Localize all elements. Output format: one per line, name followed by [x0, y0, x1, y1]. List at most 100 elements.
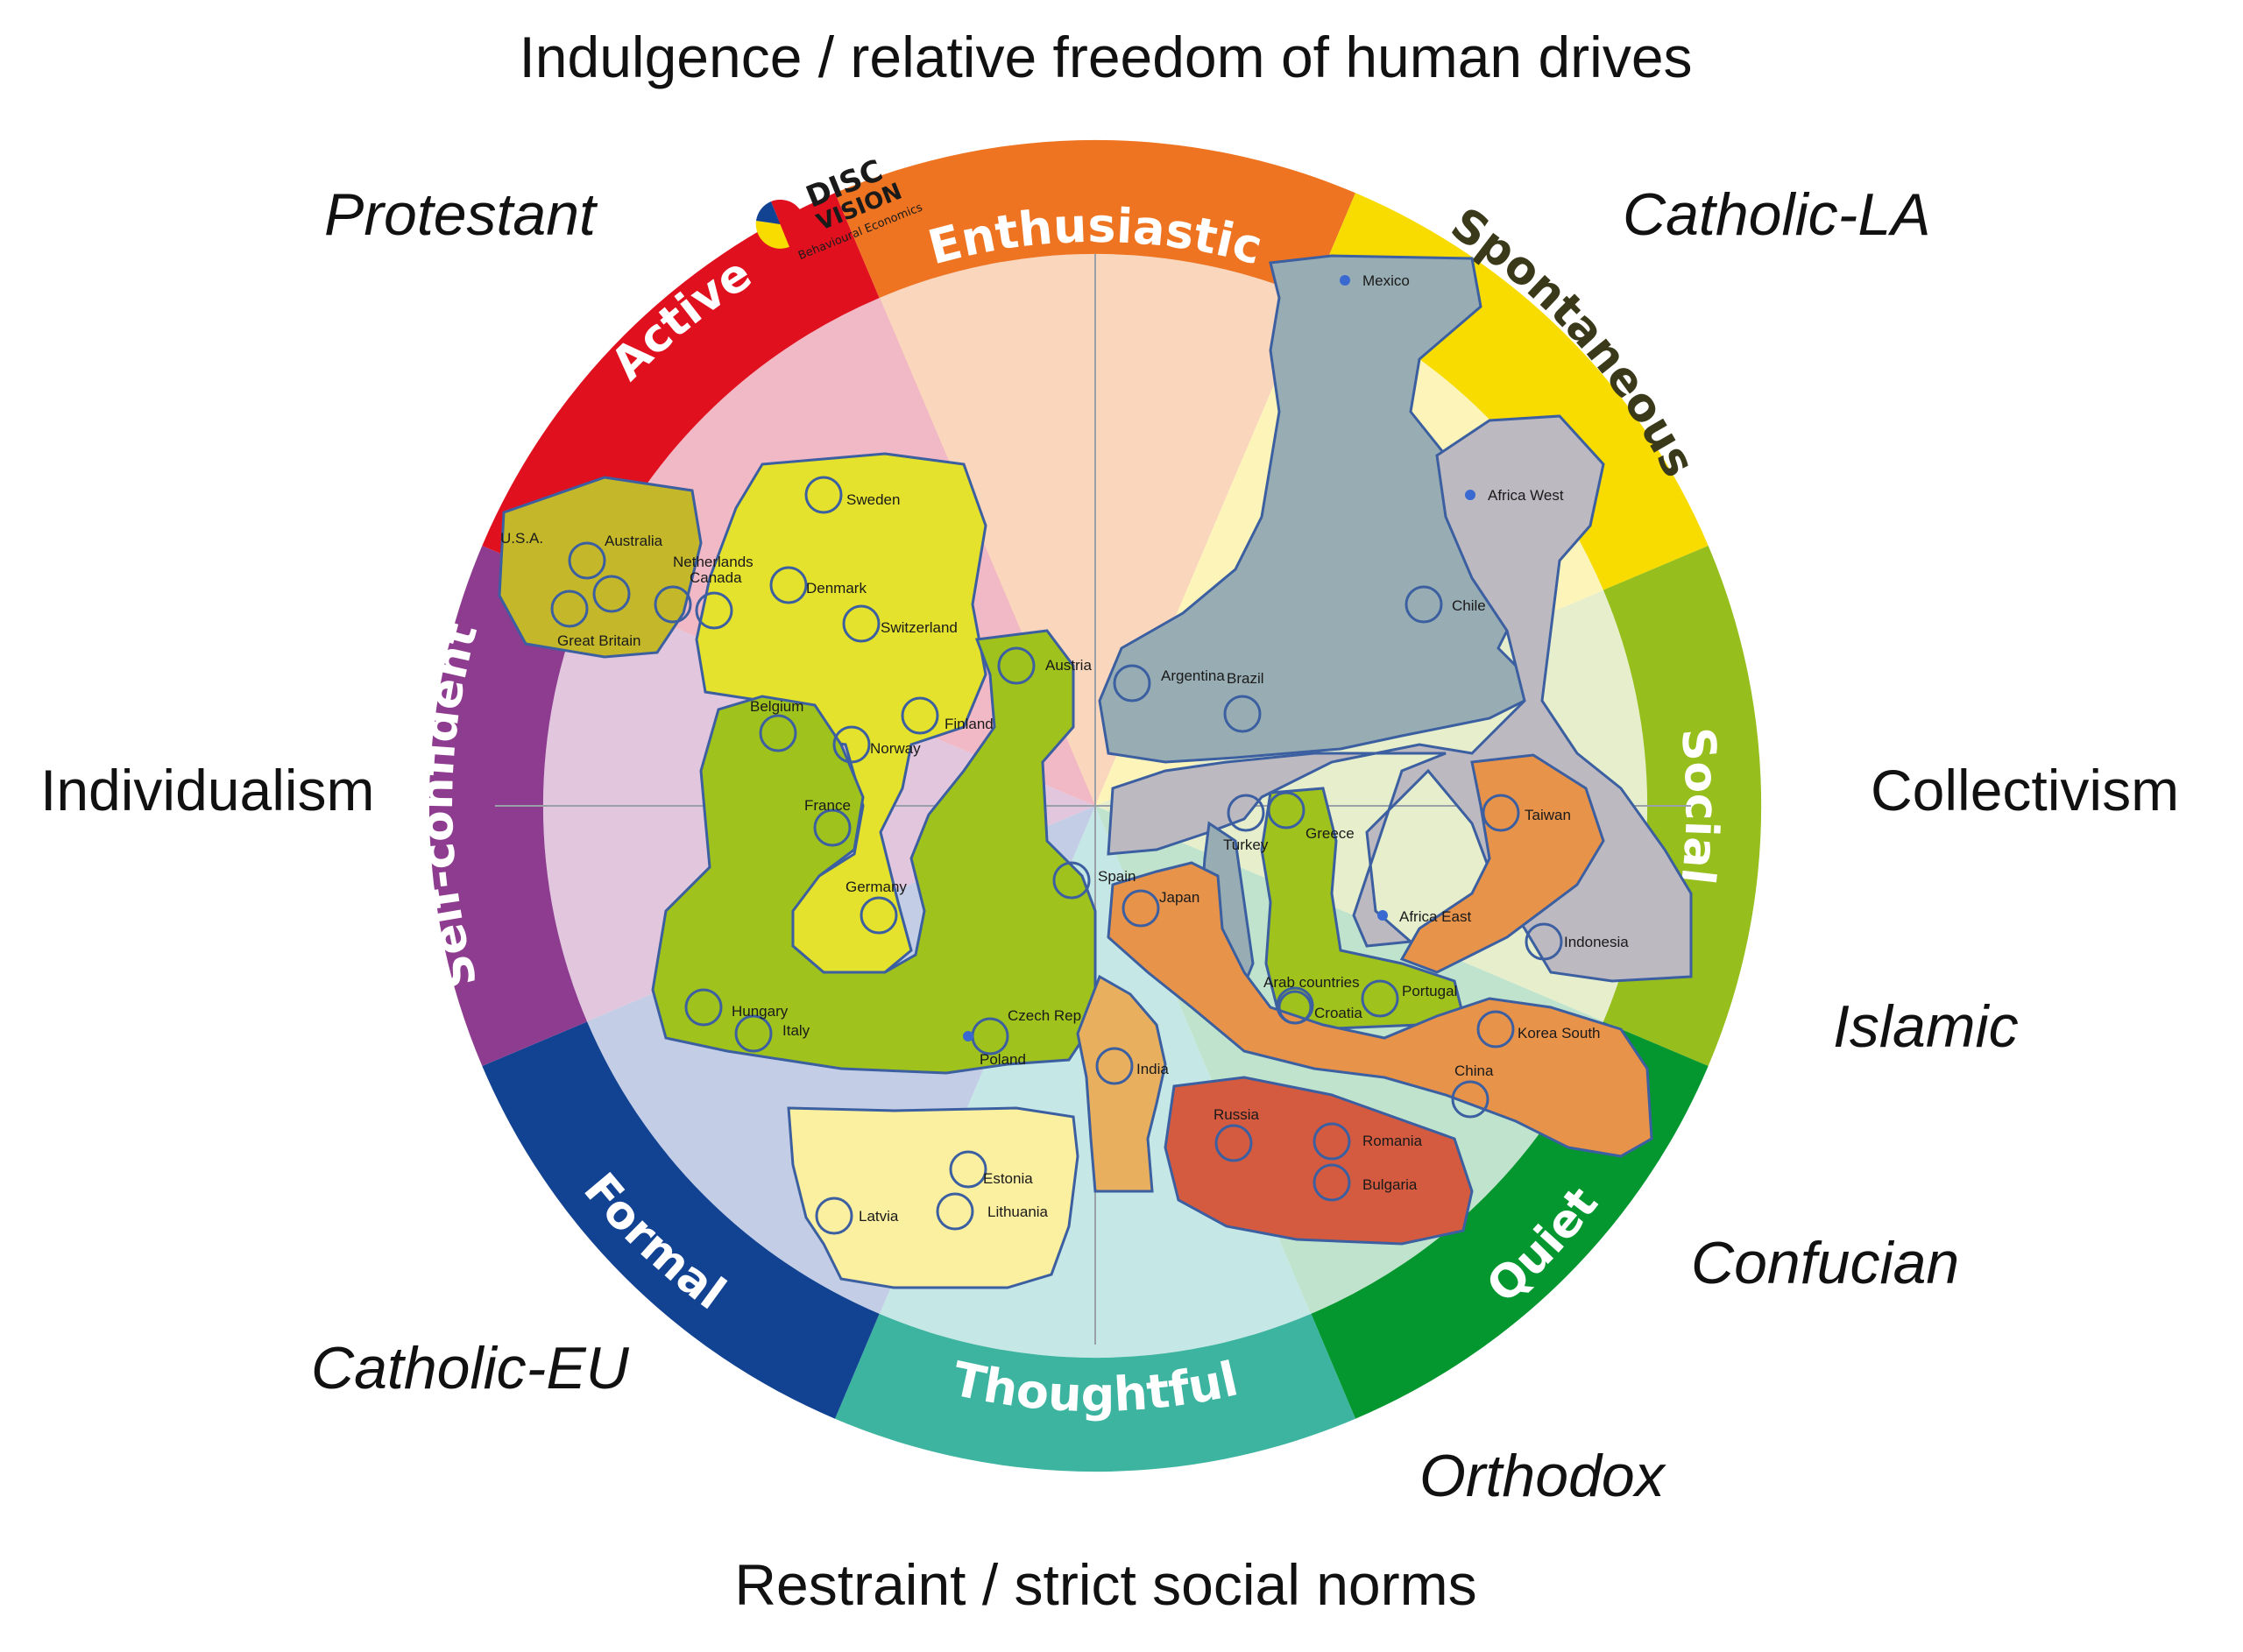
country-circle-latvia [815, 1197, 853, 1235]
country-circle-turkey [1227, 794, 1265, 832]
country-circle-japan [1122, 889, 1160, 928]
religion-confucian: Confucian [1691, 1230, 1959, 1296]
label-latvia: Latvia [859, 1208, 899, 1225]
religion-islamic: Islamic [1833, 993, 2019, 1060]
label-bulgaria: Bulgaria [1362, 1176, 1418, 1193]
country-circle-russia [1214, 1124, 1253, 1162]
label-austria: Austria [1045, 657, 1092, 674]
country-circle-netherlands [654, 585, 692, 624]
label-portugal: Portugal [1402, 983, 1457, 999]
country-circle-korea-south [1476, 1010, 1515, 1048]
label-australia: Australia [605, 533, 663, 549]
cluster-taiwan [1399, 753, 1605, 974]
country-circle-switzerland [842, 604, 881, 643]
country-circle-lithuania [936, 1192, 974, 1231]
label-japan: Japan [1159, 889, 1199, 906]
country-circle-germany [860, 896, 898, 935]
logo-mark-icon-2 [755, 220, 789, 249]
label-usa: U.S.A. [500, 530, 543, 547]
label-greece: Greece [1305, 825, 1355, 842]
axis-title-bottom: Restraint / strict social norms [734, 1552, 1476, 1617]
country-circle-taiwan [1482, 794, 1520, 832]
label-france: France [804, 797, 851, 814]
label-argentina: Argentina [1161, 667, 1225, 684]
label-mexico: Mexico [1362, 272, 1410, 289]
country-circle-indonesia [1525, 922, 1563, 961]
ring-segment-enthusiastic [835, 139, 1355, 299]
label-netherlands: Netherlands [673, 554, 754, 570]
country-circle-italy [734, 1014, 773, 1053]
religion-catholic-la: Catholic-LA [1623, 181, 1931, 248]
label-denmark: Denmark [806, 580, 867, 597]
label-china: China [1454, 1063, 1494, 1079]
country-circle-argentina [1113, 664, 1151, 702]
country-circle-france [813, 808, 852, 847]
religion-orthodox: Orthodox [1419, 1443, 1666, 1509]
label-brazil: Brazil [1227, 670, 1264, 687]
label-poland: Poland [980, 1051, 1026, 1068]
label-croatia: Croatia [1314, 1005, 1362, 1021]
country-circles [550, 476, 1563, 1235]
ring-segment-thoughtful [835, 1313, 1355, 1472]
label-switzerland: Switzerland [881, 619, 958, 636]
religion-protestant: Protestant [324, 181, 598, 248]
country-dot-africa-east [1377, 910, 1388, 921]
label-hungary: Hungary [732, 1003, 789, 1020]
country-circle-great-britain [592, 575, 631, 613]
country-dots [963, 275, 1475, 1041]
country-circle-romania [1313, 1122, 1351, 1161]
country-circle-usa [550, 589, 589, 628]
country-dot-mexico [1340, 275, 1350, 286]
label-great-britain: Great Britain [557, 632, 640, 649]
label-norway: Norway [870, 740, 921, 757]
axis-title-right: Collectivism [1871, 758, 2179, 822]
label-spain: Spain [1098, 868, 1136, 885]
cluster-baltic [787, 1106, 1079, 1289]
label-africa-east: Africa East [1399, 908, 1471, 925]
country-circle-denmark [769, 566, 808, 604]
label-finland: Finland [945, 716, 994, 732]
label-romania: Romania [1362, 1133, 1423, 1149]
label-indonesia: Indonesia [1564, 934, 1629, 950]
country-circle-sweden [804, 476, 843, 514]
country-circle-chile [1405, 585, 1443, 624]
logo-mark-icon-3 [755, 201, 781, 224]
country-circle-greece [1267, 791, 1305, 830]
culture-clusters [498, 254, 1693, 1289]
country-circle-hungary [684, 988, 723, 1027]
country-dot-poland [963, 1031, 973, 1041]
cluster-india [1076, 974, 1167, 1193]
label-belgium: Belgium [750, 698, 803, 715]
axis-title-left: Individualism [40, 758, 375, 822]
country-circle-canada [695, 591, 733, 630]
label-turkey: Turkey [1223, 837, 1269, 853]
country-circle-australia [568, 541, 606, 580]
label-sweden: Sweden [846, 491, 900, 508]
cluster-orthodox [1164, 1076, 1474, 1246]
country-labels: U.S.A. Australia Great Britain Netherlan… [500, 272, 1629, 1225]
country-circle-india [1095, 1047, 1134, 1085]
country-circle-croatia [1277, 990, 1313, 1025]
country-dot-africa-west [1465, 490, 1475, 500]
country-circle-portugal [1361, 979, 1399, 1018]
label-italy: Italy [782, 1022, 810, 1039]
country-circle-spain [1052, 861, 1091, 900]
cluster-east-asia [1107, 861, 1653, 1158]
label-africa-west: Africa West [1488, 487, 1564, 504]
label-estonia: Estonia [983, 1170, 1033, 1187]
ring-segment-formal [482, 1021, 880, 1419]
country-circle-brazil [1223, 695, 1262, 733]
label-chile: Chile [1452, 597, 1486, 614]
logo-mark-icon [771, 200, 805, 247]
label-canada: Canada [690, 569, 742, 586]
axis-title-top: Indulgence / relative freedom of human d… [519, 25, 1692, 89]
country-circle-norway [832, 725, 871, 764]
label-lithuania: Lithuania [987, 1204, 1049, 1220]
label-czech: Czech Rep [1008, 1007, 1081, 1024]
label-korea-south: Korea South [1518, 1025, 1601, 1041]
country-circle-finland [901, 696, 939, 735]
country-circle-austria [997, 646, 1036, 685]
label-arab: Arab countries [1263, 974, 1360, 991]
label-germany: Germany [846, 879, 907, 895]
country-circle-bulgaria [1313, 1163, 1351, 1202]
